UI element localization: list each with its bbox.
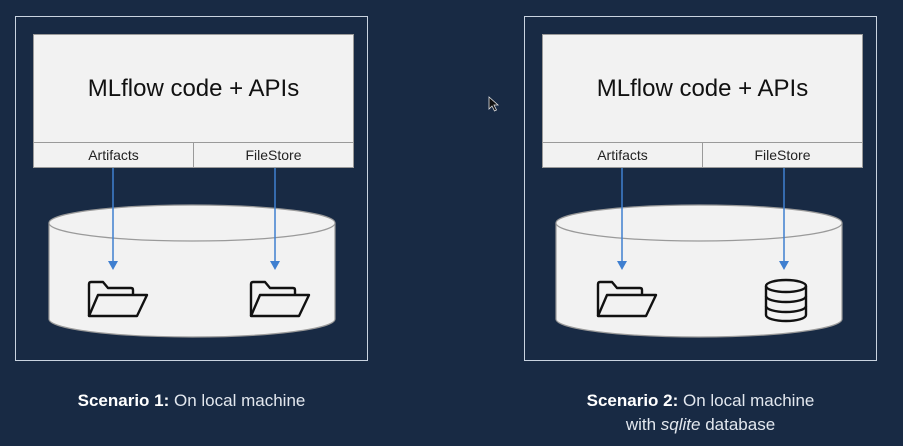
scenario1-panel: MLflow code + APIs Artifacts FileStore: [15, 16, 368, 361]
storage-cylinder: [48, 204, 336, 338]
filestore-port: FileStore: [193, 143, 353, 167]
folder-icon: [87, 280, 149, 318]
scenario2-caption-sqlite: sqlite: [660, 415, 701, 434]
scenario1-caption-title: Scenario 1:: [77, 391, 170, 410]
artifacts-port: Artifacts: [88, 147, 139, 163]
filestore-arrow: [779, 168, 789, 270]
mlflow-code-box: MLflow code + APIs Artifacts FileStore: [33, 34, 354, 168]
scenario1-caption-text: On local machine: [169, 391, 306, 410]
scenario2-caption-line2-post: database: [700, 415, 776, 434]
mlflow-code-box: MLflow code + APIs Artifacts FileStore: [542, 34, 863, 168]
port-row: Artifacts FileStore: [34, 142, 353, 167]
artifacts-arrow: [108, 168, 118, 270]
port-row: Artifacts FileStore: [543, 142, 862, 167]
folder-icon: [596, 280, 658, 318]
scenario1-diagram: [48, 168, 336, 338]
filestore-port: FileStore: [702, 143, 862, 167]
filestore-arrow: [270, 168, 280, 270]
scenario2-caption-line2-pre: with: [625, 415, 661, 434]
scenario2-caption-text: On local machine: [678, 391, 815, 410]
scenario2-caption-title: Scenario 2:: [586, 391, 679, 410]
database-icon: [764, 278, 808, 323]
scenario2-diagram: [555, 168, 843, 338]
storage-cylinder: [555, 204, 843, 338]
artifacts-arrow: [617, 168, 627, 270]
mlflow-code-label: MLflow code + APIs: [596, 75, 809, 102]
scenario1-caption: Scenario 1: On local machine: [15, 389, 368, 413]
artifacts-port: Artifacts: [597, 147, 648, 163]
scenario2-caption: Scenario 2: On local machine with sqlite…: [524, 389, 877, 437]
mlflow-code-label: MLflow code + APIs: [87, 75, 300, 102]
scenario2-panel: MLflow code + APIs Artifacts FileStore: [524, 16, 877, 361]
mouse-cursor-icon: [488, 96, 500, 112]
folder-icon: [249, 280, 311, 318]
